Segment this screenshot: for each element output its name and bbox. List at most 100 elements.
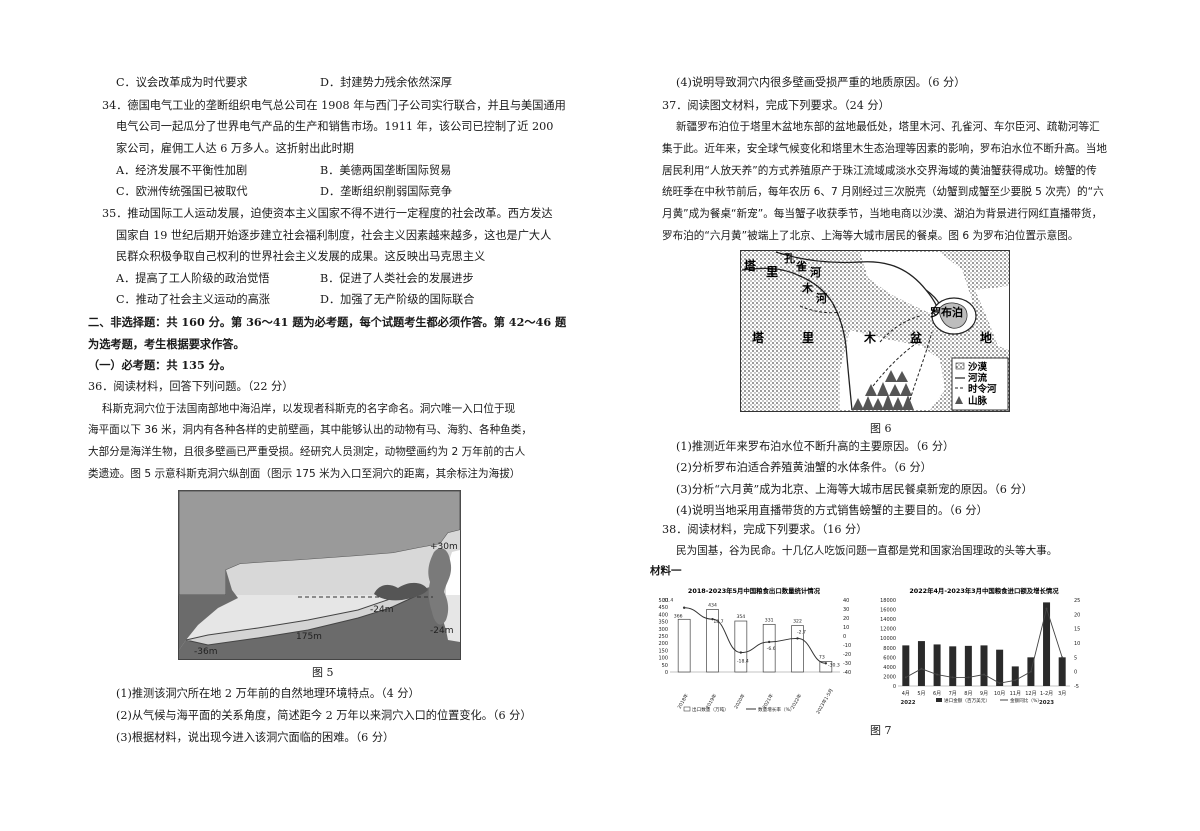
cave-label-minus36: -36m: [194, 647, 217, 657]
q37-part-3: (3)分析“六月黄”成为北京、上海等大城市居民餐桌新宠的原因。（6 分）: [676, 483, 1033, 496]
q36-material-2: 海平面以下 36 米，洞内有各种各样的史前壁画，其中能够认出的动物有马、海豹、各…: [88, 424, 532, 436]
q37-stem: 37．阅读图文材料，完成下列要求。（24 分）: [662, 99, 890, 112]
chart2-x-tick: 5月: [917, 691, 925, 697]
chart1-bar: [762, 623, 776, 673]
chart2-bar: [1011, 666, 1019, 686]
legend-seasonal-river: 时令河: [968, 383, 997, 395]
q36-material-3: 大部分是海洋生物，且很多壁画已严重受损。经研究人员测定，动物壁画约为 2 万年前…: [88, 446, 526, 458]
chart1-y-tick: 350: [658, 620, 668, 626]
q34-stem-2: 电气公司一起瓜分了世界电气产品的生产和销售市场。1911 年，该公司已控制了近 …: [116, 120, 554, 133]
figure-6-caption: 图 6: [870, 422, 892, 435]
legend-mountain: 山脉: [968, 395, 988, 407]
chart2-y-tick: 6000: [883, 655, 896, 661]
chart1-legend-bar: 出口数量（万吨）: [692, 706, 729, 713]
chart2-y2-tick: 15: [1074, 627, 1080, 633]
chart2-title: 2022年4月-2023年3月中国粮食进口额及增长情况: [909, 586, 1059, 595]
chart2-x-tick: 4月: [902, 691, 910, 697]
chart1-growth-point: [824, 662, 828, 665]
map-label-ta: 塔: [744, 258, 757, 273]
cave-label-minus24-a: -24m: [370, 605, 393, 615]
map-label-mu2: 木: [863, 330, 877, 345]
q38-material: 民为国基，谷为民命。十几亿人吃饭问题一直都是党和国家治国理政的头等大事。: [676, 545, 1058, 557]
chart2-yoy-point: [951, 676, 954, 679]
chart2-y-tick: 12000: [880, 627, 896, 633]
chart2-bar: [964, 645, 972, 686]
q34-option-b: B．美德两国垄断国际贸易: [320, 164, 452, 177]
chart1-y-tick: 300: [658, 627, 668, 633]
chart1-y2-tick: -40: [843, 670, 851, 676]
q38-stem: 38．阅读材料，完成下列要求。（16 分）: [662, 523, 868, 536]
lop-nur-map-figure: 沙漠 河流 时令河 山脉 塔 里 孔 雀 河 木 河 罗布泊 塔 里 木 盆 地: [740, 250, 1010, 412]
map-label-mu: 木: [801, 281, 814, 295]
chart2-bar: [1043, 602, 1051, 686]
chart1-data-label: -18.4: [737, 659, 749, 665]
legend-river: 河流: [968, 372, 988, 384]
q34-option-c: C．欧洲传统强国已被取代: [116, 185, 248, 198]
grain-export-chart: 2018-2023年5月中国粮食出口数量统计情况 500450400350300…: [658, 586, 851, 714]
chart2-yoy-point: [1014, 679, 1017, 682]
chart2-yoy-point: [967, 676, 970, 679]
chart2-y-tick: 10000: [880, 636, 896, 642]
chart1-y2-tick: 0: [843, 634, 846, 640]
chart2-x-tick: 1-2月: [1040, 691, 1053, 697]
cave-label-175m: 175m: [296, 632, 322, 642]
map-label-pen: 盆: [909, 330, 923, 345]
map-label-li2: 里: [802, 330, 814, 345]
chart2-yoy-point: [1045, 607, 1048, 610]
chart2-yoy-point: [998, 682, 1001, 685]
chart1-y2-tick: 20: [843, 616, 849, 622]
chart2-y2-tick: -5: [1074, 684, 1079, 690]
material-one-label: 材料一: [650, 565, 682, 577]
chart1-growth-point: [796, 637, 799, 640]
map-label-he2: 河: [816, 291, 827, 305]
q37-part-4: (4)说明当地采用直播带货的方式销售螃蟹的主要目的。（6 分）: [676, 504, 988, 517]
chart2-x-tick: 11月: [1010, 691, 1021, 697]
map-label-di: 地: [980, 330, 992, 345]
q35-option-d: D．加强了无产阶级的国际联合: [320, 293, 475, 306]
chart1-bar: [734, 620, 748, 673]
grain-import-chart: 2022年4月-2023年3月中国粮食进口额及增长情况 180001600014…: [880, 586, 1080, 706]
figure-5-caption: 图 5: [312, 666, 334, 679]
chart2-y2-tick: 20: [1074, 612, 1080, 618]
chart1-data-label: 354: [736, 614, 745, 620]
chart1-y2-tick: -30: [843, 661, 851, 667]
chart2-y2-tick: 5: [1074, 655, 1077, 661]
chart2-y-tick: 14000: [880, 617, 896, 623]
q37-part-1: (1)推测近年来罗布泊水位不断升高的主要原因。（6 分）: [676, 440, 955, 453]
q36-part-3: (3)根据材料，说出现今进入该洞穴面临的困难。（6 分）: [116, 731, 395, 744]
chart1-y-tick: 0: [665, 670, 668, 676]
chart1-y2-tick: 30: [843, 607, 849, 613]
chart2-y2-tick: 0: [1074, 670, 1077, 676]
map-label-li: 里: [766, 264, 778, 279]
chart2-y-tick: 2000: [883, 674, 896, 680]
chart2-y-tick: 18000: [880, 598, 896, 604]
chart1-y-tick: 100: [658, 656, 668, 662]
chart2-year-2023: 2023: [1039, 700, 1054, 706]
chart2-bar: [917, 641, 925, 686]
chart1-y-tick: 50: [662, 663, 668, 669]
q37-material-2: 集于此。近年来，安全球气候变化和塔里木生态治理等因素的影响，罗布泊水位不断升高。…: [662, 143, 1107, 155]
chart2-year-2022: 2022: [900, 700, 915, 706]
chart1-x-tick: 2023年1-5月: [814, 687, 834, 714]
chart1-y2-tick: -20: [843, 652, 851, 658]
q34-option-d: D．垄断组织削弱国际竞争: [320, 185, 453, 198]
chart2-y2-tick: 10: [1074, 641, 1080, 647]
chart2-bar: [980, 645, 988, 686]
chart1-data-label: 331: [765, 617, 774, 623]
q35-option-c: C．推动了社会主义运动的高涨: [116, 293, 270, 306]
map-label-lop-nur: 罗布泊: [930, 305, 963, 319]
chart1-growth-point: [682, 606, 686, 609]
q34-stem-3: 家公司，雇佣工人达 6 万多人。这折射出此时期: [116, 142, 354, 155]
cave-label-plus30: +30m: [430, 542, 458, 552]
q37-part-2: (2)分析罗布泊适合养殖黄油蟹的水体条件。（6 分）: [676, 461, 932, 474]
q34-stem-1: 34．德国电气工业的垄断组织电气总公司在 1908 年与西门子公司实行联合，并且…: [102, 99, 566, 112]
chart1-data-label: 322: [793, 619, 802, 625]
chart1-y2-tick: 10: [843, 625, 849, 631]
q36-part-2: (2)从气候与海平面的关系角度，简述距今 2 万年以来洞穴入口的位置变化。（6 …: [116, 709, 532, 722]
chart2-yoy-point: [920, 667, 923, 670]
chart2-bar: [902, 645, 910, 686]
chart2-x-tick: 9月: [980, 691, 988, 697]
q36-material-4: 类遗迹。图 5 示意科斯克洞穴纵剖面（图示 175 米为入口至洞穴的距离，其余标…: [88, 468, 521, 480]
chart1-data-label: 73: [819, 654, 825, 660]
chart2-y-tick: 8000: [883, 646, 896, 652]
